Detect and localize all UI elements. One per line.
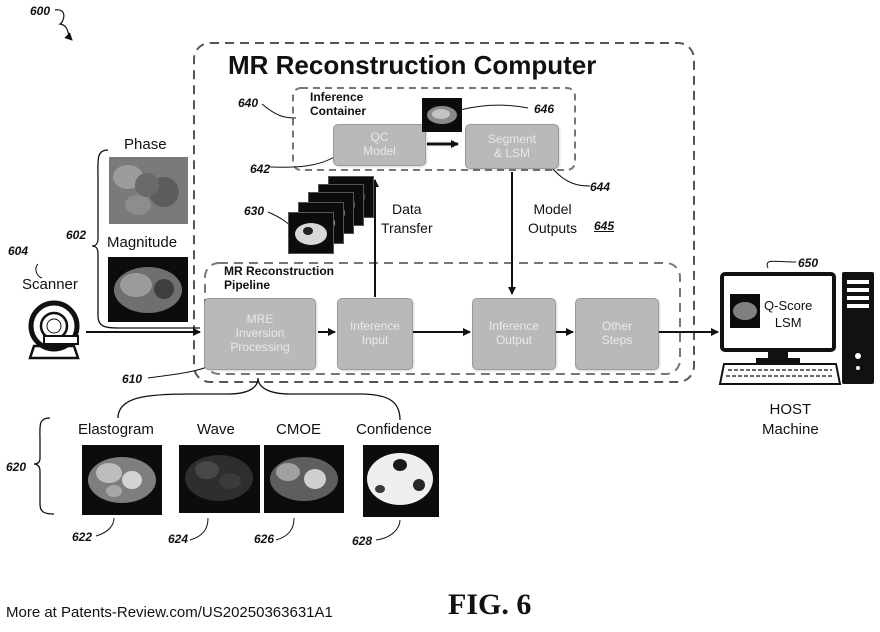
leader-650 [766, 260, 797, 269]
wave-ref: 624 [168, 532, 189, 546]
outputs-bracket [117, 377, 401, 421]
host-label: HOST Machine [762, 401, 819, 438]
image-stack [286, 176, 374, 260]
qc-model-ref: 642 [250, 162, 271, 176]
elastogram-ref: 622 [72, 530, 93, 544]
segmentation-thumbnail [422, 98, 462, 132]
figure-caption: FIG. 6 [448, 588, 532, 621]
scanner-ref: 604 [8, 244, 29, 258]
confidence-label: Confidence [356, 421, 432, 438]
magnitude-image [108, 257, 188, 322]
leader-640 [261, 103, 297, 119]
wave-label: Wave [197, 421, 235, 438]
host-thumbnail [730, 294, 760, 328]
host-computer-icon [718, 272, 874, 385]
image-stack-ref: 630 [244, 204, 265, 218]
leader-604 [35, 263, 43, 279]
leader-628 [375, 519, 401, 541]
host-screen-text: Q-Score LSM [764, 298, 813, 330]
leader-624 [189, 517, 209, 541]
inputs-brace [91, 149, 200, 329]
cmoe-image [264, 445, 344, 513]
leader-622 [95, 517, 115, 537]
inference-container-outline [292, 87, 576, 171]
magnitude-label: Magnitude [107, 234, 178, 251]
confidence-image [363, 445, 439, 517]
leader-646 [459, 104, 529, 111]
segment-lsm-ref: 644 [590, 180, 611, 194]
phase-image [109, 157, 188, 224]
outputs-ref: 620 [6, 460, 27, 474]
data-transfer-label: Data Transfer [381, 201, 433, 236]
inference-container-title: Inference Container [310, 90, 367, 118]
cmoe-ref: 626 [254, 532, 275, 546]
host-ref: 650 [798, 256, 819, 270]
cmoe-label: CMOE [276, 421, 321, 438]
elastogram-label: Elastogram [78, 421, 154, 438]
scanner-label: Scanner [22, 276, 78, 293]
leader-626 [275, 517, 295, 541]
model-outputs-label: Model Outputs [528, 201, 578, 236]
figure-label: 600 [30, 4, 51, 18]
pipeline-ref: 610 [122, 372, 143, 386]
model-outputs-ref: 645 [594, 219, 615, 233]
figure-label-arrow [54, 9, 73, 41]
leader-642 [269, 155, 337, 168]
wave-image [179, 445, 260, 513]
segmentation-thumbnail-ref: 646 [534, 102, 555, 116]
confidence-ref: 628 [352, 534, 373, 548]
scanner-icon [28, 300, 80, 360]
inference-container-ref: 640 [238, 96, 259, 110]
phase-label: Phase [124, 136, 167, 153]
elastogram-image [82, 445, 162, 515]
segment-lsm-box: Segment& LSM [465, 124, 559, 169]
leader-644 [551, 167, 591, 187]
pipeline-title: MR Reconstruction Pipeline [224, 264, 335, 292]
computer-outline [193, 42, 695, 383]
computer-title: MR Reconstruction Computer [228, 50, 597, 80]
inputs-ref: 602 [66, 228, 87, 242]
source-footer: More at Patents-Review.com/US20250363631… [6, 604, 333, 621]
outputs-brace [33, 417, 55, 515]
